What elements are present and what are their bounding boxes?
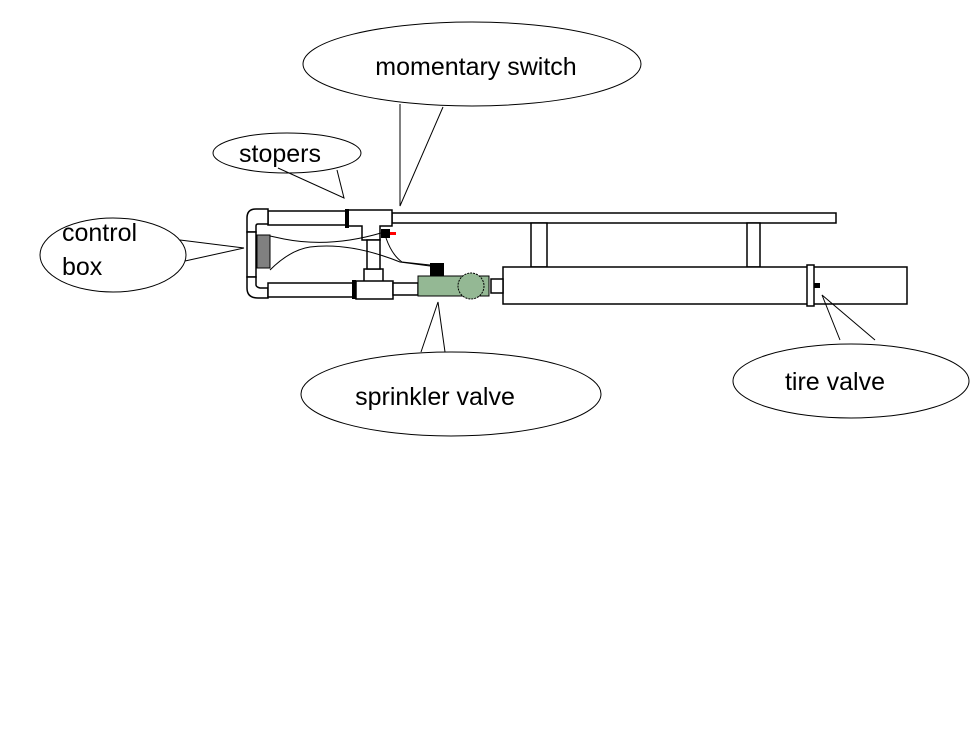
switch-button bbox=[390, 232, 396, 235]
label-momentary-switch: momentary switch bbox=[375, 53, 576, 81]
bottom-left-pipe bbox=[267, 282, 355, 298]
stopper-ring-top bbox=[345, 209, 349, 228]
top-left-elbow bbox=[246, 208, 269, 233]
barrel-pipe bbox=[391, 212, 837, 224]
callout-momentary-switch bbox=[302, 21, 642, 107]
label-control-box-line2: box bbox=[62, 253, 103, 281]
callout-pointer-stopers bbox=[277, 167, 345, 199]
left-vertical-pipe bbox=[246, 231, 257, 278]
solenoid bbox=[430, 263, 444, 276]
air-chamber bbox=[502, 266, 908, 305]
label-tire-valve: tire valve bbox=[785, 368, 885, 396]
callout-stopers bbox=[212, 132, 362, 174]
control-box bbox=[256, 234, 271, 269]
label-sprinkler-valve: sprinkler valve bbox=[355, 383, 515, 411]
barrel-support-right bbox=[746, 222, 761, 268]
wire-control-to-switch bbox=[269, 232, 382, 243]
callout-tire-valve bbox=[732, 343, 970, 419]
barrel-support-left bbox=[530, 222, 548, 268]
valve-inlet-pipe bbox=[392, 282, 419, 296]
bottom-left-elbow bbox=[246, 276, 269, 299]
label-stopers: stopers bbox=[239, 140, 321, 168]
callout-pointer-tire-valve bbox=[821, 294, 876, 341]
sprinkler-valve-diaphragm bbox=[457, 272, 485, 300]
callout-pointer-control-box bbox=[179, 239, 245, 262]
label-control-box-line1: control bbox=[62, 219, 137, 247]
wire-control-to-solenoid bbox=[269, 245, 431, 271]
momentary-switch bbox=[381, 229, 390, 238]
callout-pointer-sprinkler-valve bbox=[420, 301, 446, 353]
stopper-ring-bottom bbox=[352, 280, 356, 299]
bottom-tee-fitting bbox=[355, 268, 394, 300]
callout-sprinkler-valve bbox=[300, 351, 602, 437]
chamber-end-cap bbox=[806, 264, 815, 307]
tire-valve-nub bbox=[814, 283, 820, 288]
callout-pointer-momentary-switch bbox=[399, 104, 444, 207]
wire-switch-to-solenoid bbox=[385, 237, 431, 266]
top-left-pipe bbox=[267, 210, 347, 226]
chamber-coupler bbox=[490, 278, 504, 294]
callout-control-box bbox=[39, 217, 187, 293]
